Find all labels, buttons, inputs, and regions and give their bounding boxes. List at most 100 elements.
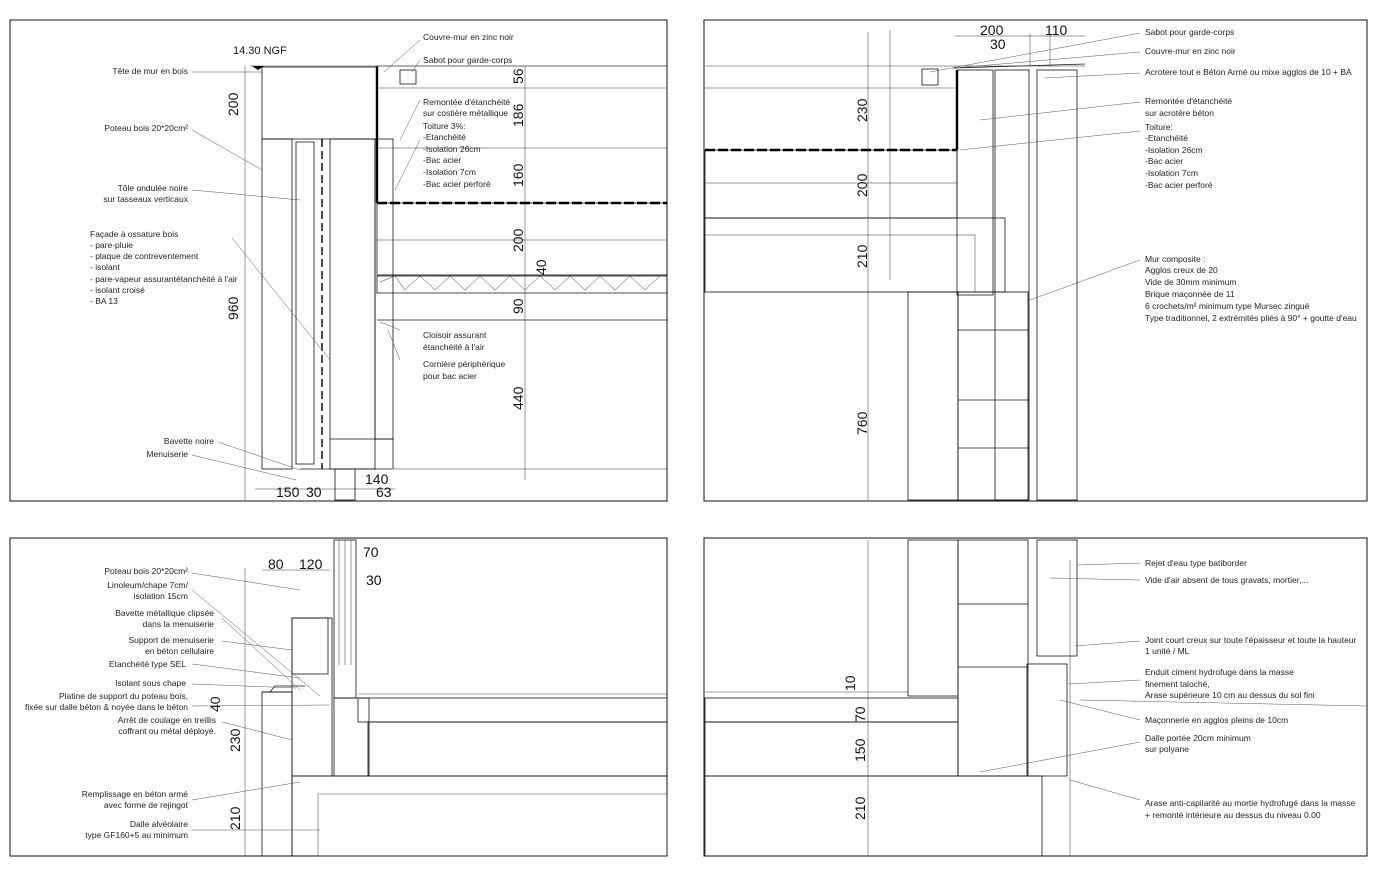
label-facade-item: - plaque de contreventement: [90, 251, 199, 261]
label-wall-item: 6 crochets/m² minimum type Mursec zingué: [1145, 301, 1310, 311]
dim-value: 230: [227, 728, 243, 752]
label-facade-item: - pare-vapeur assurantétanchéité à l'air: [90, 274, 238, 284]
dim-value: 210: [854, 244, 870, 268]
dim-value: 40: [533, 259, 549, 275]
left-leaders: [191, 71, 331, 481]
dim-value: 63: [376, 484, 392, 500]
level-marker: 14.30 NGF: [233, 45, 287, 57]
label-render-2: finement taloché,: [1145, 679, 1210, 689]
concrete-parapet: [956, 69, 994, 296]
label-slab-2: sur polyane: [1145, 744, 1189, 754]
label-roof-item: -Isolation 7cm: [1145, 168, 1198, 178]
panel-4-dimensions: 10 70 150 210: [842, 675, 868, 820]
label-render-3: Arase supérieure 10 cm au dessus du sol …: [1145, 690, 1315, 700]
label-joinery-support-2: en béton cellulaire: [145, 646, 214, 656]
label-solid-blocks: Maçonnerie en agglos pleins de 10cm: [1145, 715, 1288, 725]
label-hollow-slab: Dalle alvéolaire: [130, 819, 188, 829]
label-post-plate-2: fixée sur dalle béton & noyée dans le bé…: [25, 702, 188, 712]
label-roof-item: -Isolation 26cm: [423, 144, 481, 154]
label-roof-item: -Bac acier: [423, 155, 461, 165]
dim-value: 200: [854, 173, 870, 197]
label-upstand-2: sur acrotère béton: [1145, 108, 1214, 118]
label-slab: Dalle portée 20cm minimum: [1145, 733, 1251, 743]
hollow-blocks: [994, 69, 1030, 501]
label-parapet: Acrotere tout e Béton Armé ou mixe agglo…: [1145, 67, 1352, 77]
dim-value: 440: [510, 386, 526, 410]
dim-value: 200: [225, 92, 241, 116]
inner-wall: [907, 539, 959, 697]
dim-value: 10: [842, 675, 858, 691]
label-hollow-slab-2: type GF160+5 au minimum: [85, 830, 188, 840]
label-weep-joint: Joint court creux sur toute l'épaisseur …: [1145, 635, 1357, 645]
dim-value: 80: [268, 556, 284, 572]
label-angle-2: pour bac acier: [423, 371, 477, 381]
dim-value: 110: [1045, 22, 1068, 38]
brick-veneer: [1036, 539, 1078, 657]
label-facade-item: - BA 13: [90, 296, 118, 306]
dim-value: 70: [852, 706, 868, 722]
label-infill-2: avec forme de rejingot: [104, 800, 189, 810]
label-wall-head: Tête de mur en bois: [112, 66, 188, 76]
floor-insulation: [704, 721, 959, 777]
panel-1-dimensions: 200 960 56 186 160 200 40 90 440 150 30 …: [225, 68, 549, 500]
solid-blocks: [1026, 663, 1068, 777]
dim-value: 70: [363, 544, 379, 560]
panel-1-right-labels: Couvre-mur en zinc noir Sabot pour garde…: [423, 32, 514, 381]
label-roof-item: -Isolation 26cm: [1145, 145, 1203, 155]
label-roof-item: -Bac acier perforé: [1145, 180, 1213, 190]
dim-value: 40: [207, 696, 223, 712]
label-angle: Cornière périphérique: [423, 359, 505, 369]
label-post-plate: Platine de support du poteau bois,: [59, 691, 188, 701]
label-wall-item: Type traditionnel, 2 extrémités pliés à …: [1145, 313, 1357, 323]
dim-value: 56: [510, 68, 526, 84]
guardrail-shoe: [399, 69, 417, 85]
label-sel-waterproofing: Etanchéité type SEL: [109, 659, 186, 669]
wall-head-timber: [261, 66, 378, 140]
label-facade-item: - isolant croisé: [90, 285, 145, 295]
label-wall-item: Agglos creux de 20: [1145, 265, 1218, 275]
dim-value: 30: [990, 36, 1006, 52]
linoleum-screed: [357, 697, 668, 723]
dim-value: 960: [225, 296, 241, 320]
panel-roof-edge-concrete: Sabot pour garde-corps Couvre-mur en zin…: [703, 19, 1368, 502]
label-corrugated-sheet: Tôle ondulée noire: [118, 183, 189, 193]
label-timber-post: Poteau bois 20*20cm²: [104, 123, 188, 133]
label-air-gap: Vide d'air absent de tous gravats, morti…: [1145, 575, 1309, 585]
dim-value: 160: [510, 163, 526, 187]
ground-slab: [704, 775, 1043, 857]
label-weep-joint-2: 1 unité / ML: [1145, 646, 1190, 656]
screed: [704, 697, 959, 723]
label-roof-item: -Etanchéité: [1145, 133, 1188, 143]
panel-2-right-labels: Sabot pour garde-corps Couvre-mur en zin…: [1145, 27, 1357, 323]
label-black-flashing: Bavette noire: [164, 436, 214, 446]
label-composite-wall: Mur composite :: [1145, 254, 1205, 264]
label-pour-stop-2: coffrant ou métal déployé.: [118, 726, 216, 736]
label-roof: Toiture 3%:: [423, 121, 466, 131]
inner-block: [957, 291, 1029, 501]
label-upstand-2: sur costière métallique: [423, 108, 508, 118]
panel-2-frame: [703, 19, 1368, 502]
window-frame: [295, 141, 315, 465]
dimension-lines: [244, 66, 526, 500]
dim-value: 30: [306, 484, 322, 500]
dim-value: 200: [980, 22, 1004, 38]
label-pour-stop: Arrêt de coulage en treillis: [118, 715, 216, 725]
floor-insulation: [367, 721, 668, 777]
right-leaders: [379, 39, 421, 361]
label-roof-item: -Bac acier perforé: [423, 179, 491, 189]
dim-value: 150: [276, 484, 300, 500]
label-joinery-support: Support de menuiserie: [128, 635, 214, 645]
dim-value: 120: [299, 556, 323, 572]
facade-cladding: [261, 138, 293, 470]
panel-4-right-labels: Rejet d'eau type batiborder Vide d'air a…: [1145, 558, 1357, 820]
under-screed-insulation: [333, 697, 370, 777]
dim-value: 210: [852, 796, 868, 820]
brick-veneer: [1036, 69, 1078, 501]
label-dpc: Arase anti-capilarité au mortie hydrofug…: [1145, 798, 1356, 808]
dim-value: 30: [366, 572, 382, 588]
label-corrugated-sheet-2: sur tasseaux verticaux: [103, 194, 188, 204]
label-upstand: Remontée d'étanchéité: [423, 97, 510, 107]
label-roof-item: -Isolation 7cm: [423, 167, 476, 177]
label-upstand: Remontée d'étanchéité: [1145, 96, 1232, 106]
